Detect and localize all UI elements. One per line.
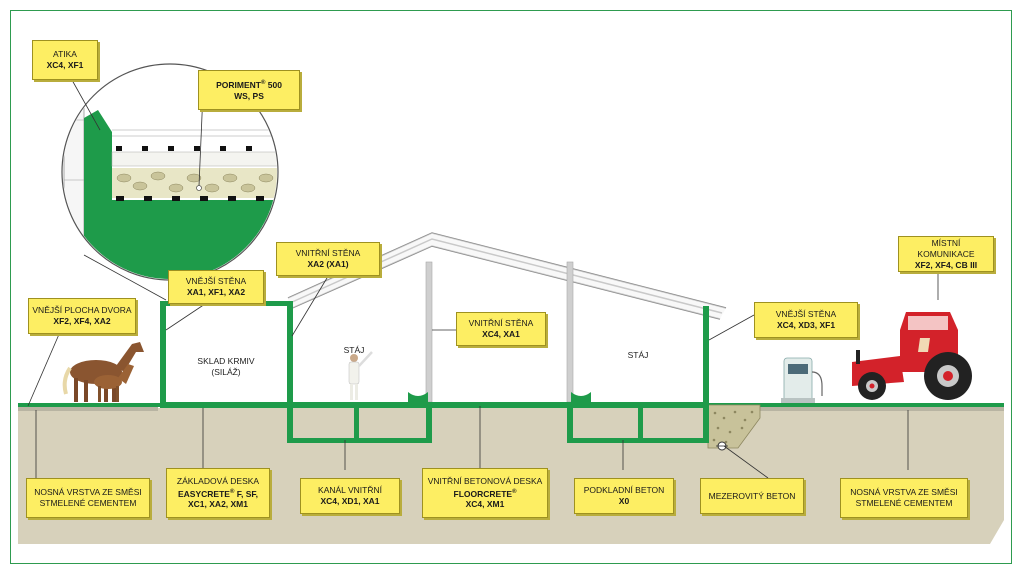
callout-vnitrni-stena-mid-classes: XC4, XA1 <box>482 329 520 339</box>
roof-fill <box>288 233 726 319</box>
callout-betonova-product: FLOORCRETE <box>453 488 513 499</box>
callout-podkladni-beton: PODKLADNÍ BETON X0 <box>574 478 674 514</box>
fuel-pump-icon <box>781 357 823 403</box>
callout-kanal-classes: XC4, XD1, XA1 <box>320 496 380 506</box>
callout-vnejsi-plocha-classes: XF2, XF4, XA2 <box>53 316 111 326</box>
callout-zakladova-product: EASYCRETE <box>177 488 230 499</box>
callout-nosna-vrstva-right: NOSNÁ VRSTVA ZE SMĚSI STMELENÉ CEMENTEM <box>840 478 968 518</box>
callout-zakladova-deska: ZÁKLADOVÁ DESKA EASYCRETE® F, SF, XC1, X… <box>166 468 270 518</box>
callout-mezerovity-beton: MEZEROVITÝ BETON <box>700 478 804 514</box>
horse-icon <box>62 342 144 402</box>
drain-pipe-icon <box>716 441 728 451</box>
inner-column-left <box>425 261 433 403</box>
callout-poriment-grade: 500 <box>265 79 282 90</box>
callout-betonova-reg: ® <box>512 488 517 495</box>
callout-podkladni-title: PODKLADNÍ BETON <box>583 485 665 495</box>
callout-vnitrni-stena-mid-title: VNITŘNÍ STĚNA <box>468 318 534 328</box>
callout-nosna-right-line1: NOSNÁ VRSTVA ZE SMĚSI <box>850 487 958 497</box>
callout-nosna-vrstva-left: NOSNÁ VRSTVA ZE SMĚSI STMELENÉ CEMENTEM <box>26 478 150 518</box>
callout-vnejsi-plocha-title: VNĚJŠÍ PLOCHA DVORA <box>32 305 132 315</box>
callout-vnejsi-stena-left-classes: XA1, XF1, XA2 <box>186 287 246 297</box>
callout-kanal-title: KANÁL VNITŘNÍ <box>318 485 382 495</box>
callout-podkladni-classes: X0 <box>618 496 630 506</box>
callout-nosna-left-line1: NOSNÁ VRSTVA ZE SMĚSI <box>34 487 142 497</box>
room-label-sklad-line1: SKLAD KRMIV <box>197 356 255 366</box>
callout-vnitrni-stena-top-classes: XA2 (XA1) <box>307 259 349 269</box>
callout-mistni-komunikace: MÍSTNÍ KOMUNIKACE XF2, XF4, CB III <box>898 236 994 272</box>
feeder-trough-left <box>408 392 428 402</box>
callout-vnejsi-plocha: VNĚJŠÍ PLOCHA DVORA XF2, XF4, XA2 <box>28 298 136 334</box>
foal-icon <box>94 364 134 402</box>
room-label-sklad-line2: (SILÁŽ) <box>211 367 241 377</box>
callout-betonova-deska: VNITŘNÍ BETONOVÁ DESKA FLOORCRETE® XC4, … <box>422 468 548 518</box>
roof-detail-magnifier <box>61 63 279 281</box>
callout-vnejsi-stena-left-title: VNĚJŠÍ STĚNA <box>185 276 247 286</box>
callout-zakladova-reg: ® <box>229 488 235 495</box>
callout-zakladova-title: ZÁKLADOVÁ DESKA <box>176 475 260 486</box>
callout-kanal-vnitrni: KANÁL VNITŘNÍ XC4, XD1, XA1 <box>300 478 400 514</box>
callout-zakladova-variants: F, SF, <box>234 488 258 499</box>
gravel-layer-right <box>760 404 1004 411</box>
callout-vnitrni-stena-mid: VNITŘNÍ STĚNA XC4, XA1 <box>456 312 546 346</box>
callout-vnitrni-stena-top-title: VNITŘNÍ STĚNA <box>295 248 361 258</box>
gravel-layer-left <box>18 404 158 411</box>
callout-poriment-classes: WS, PS <box>234 90 264 101</box>
callout-vnejsi-stena-left: VNĚJŠÍ STĚNA XA1, XF1, XA2 <box>168 270 264 304</box>
tractor-icon <box>852 312 972 400</box>
callout-vnejsi-stena-right-classes: XC4, XD3, XF1 <box>776 320 836 330</box>
callout-poriment: PORIMENT® 500 WS, PS <box>198 70 300 110</box>
callout-mistni-komunikace-classes: XF2, XF4, CB III <box>914 259 978 270</box>
callout-vnejsi-stena-right: VNĚJŠÍ STĚNA XC4, XD3, XF1 <box>754 302 858 338</box>
room-label-staj-right: STÁJ <box>627 350 649 360</box>
callout-betonova-classes: XC4, XM1 <box>465 499 505 510</box>
permeable-concrete-texture <box>712 410 754 444</box>
callout-nosna-left-line2: STMELENÉ CEMENTEM <box>39 498 137 508</box>
callout-poriment-title: PORIMENT <box>216 79 261 90</box>
callout-vnitrni-stena-top: VNITŘNÍ STĚNA XA2 (XA1) <box>276 242 380 276</box>
callout-poriment-reg: ® <box>260 80 266 87</box>
callout-atika: ATIKA XC4, XF1 <box>32 40 98 80</box>
callout-atika-classes: XC4, XF1 <box>46 60 84 70</box>
callout-nosna-right-line2: STMELENÉ CEMENTEM <box>855 498 953 508</box>
feeder-trough-right <box>571 392 591 402</box>
callout-vnejsi-stena-right-title: VNĚJŠÍ STĚNA <box>775 309 837 319</box>
person-icon <box>348 351 373 400</box>
callout-mezerovity-title: MEZEROVITÝ BETON <box>708 490 796 501</box>
callout-betonova-title: VNITŘNÍ BETONOVÁ DESKA <box>427 475 543 486</box>
callout-mistni-komunikace-title: MÍSTNÍ KOMUNIKACE <box>917 237 975 259</box>
room-label-sklad: SKLAD KRMIV (SILÁŽ) <box>176 356 276 378</box>
diagram-frame <box>10 10 1012 564</box>
inner-column-right <box>566 261 574 403</box>
room-label-staj-left: STÁJ <box>343 345 365 355</box>
callout-zakladova-classes: XC1, XA2, XM1 <box>188 499 248 510</box>
callout-atika-title: ATIKA <box>53 49 77 59</box>
